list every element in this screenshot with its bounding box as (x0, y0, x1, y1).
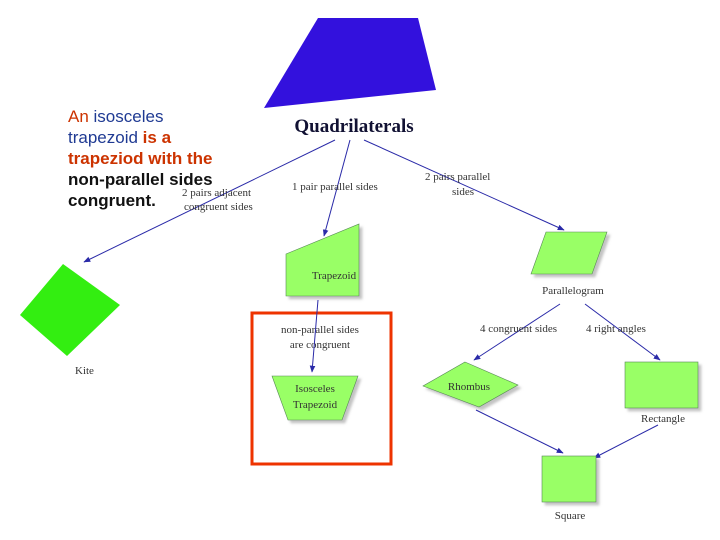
word-trapezoid: trapezoid (68, 128, 138, 147)
highlight-box (250, 311, 393, 466)
word-an: An (68, 107, 89, 126)
arrow-title-to-trapezoid (322, 139, 351, 237)
parallelogram-label: Parallelogram (542, 285, 604, 297)
definition-text: An isosceles trapezoid is a trapeziod wi… (68, 106, 278, 211)
word-isosceles: isosceles (93, 107, 164, 126)
arrow-title-to-parallelogram (363, 139, 565, 231)
arrow-rhombus-to-square (475, 409, 564, 454)
label-adjacent-line-1: 2 pairs adjacent (182, 187, 251, 199)
definition-line-1: An isosceles (68, 106, 278, 127)
rectangle-shape (624, 361, 699, 409)
label-one-pair-parallel: 1 pair parallel sides (292, 181, 378, 193)
isosceles-label-line-2: Trapezoid (293, 399, 338, 411)
label-four-right: 4 right angles (586, 323, 646, 335)
label-adjacent-line-2: congruent sides (184, 201, 253, 213)
isosceles-trapezoid-shape (271, 375, 359, 421)
label-two-pairs-line-2: sides (452, 186, 474, 198)
arrow-rectangle-to-square (593, 424, 659, 459)
square-label: Square (555, 510, 586, 522)
kite-label: Kite (75, 365, 94, 377)
diagram-title: Quadrilaterals (294, 116, 413, 137)
label-nonparallel-line-1: non-parallel sides (281, 324, 359, 336)
square-shape (541, 455, 597, 503)
rhombus-label: Rhombus (448, 381, 490, 393)
label-four-congruent: 4 congruent sides (480, 323, 557, 335)
parallelogram-shape (530, 231, 608, 275)
kite-shape (20, 264, 120, 356)
word-is-a: is a (142, 128, 172, 147)
blue-quadrilateral-shape (264, 18, 436, 108)
label-two-pairs-line-1: 2 pairs parallel (425, 171, 490, 183)
trapezoid-shape (285, 223, 360, 297)
arrow-parallelogram-to-rhombus (473, 303, 561, 361)
arrow-parallelogram-to-rectangle (584, 303, 661, 361)
rectangle-label: Rectangle (641, 413, 685, 425)
definition-line-5: congruent. (68, 191, 156, 210)
definition-line-2: trapezoid is a (68, 127, 278, 148)
definition-line-4: non-parallel sides (68, 170, 213, 189)
isosceles-label-line-1: Isosceles (295, 383, 335, 395)
arrow-title-to-kite (83, 139, 336, 263)
label-nonparallel-line-2: are congruent (290, 339, 350, 351)
definition-line-3: trapeziod with the (68, 149, 213, 168)
rhombus-shape (422, 361, 519, 408)
trapezoid-label: Trapezoid (312, 270, 357, 282)
arrow-trapezoid-to-isosceles (309, 299, 319, 373)
